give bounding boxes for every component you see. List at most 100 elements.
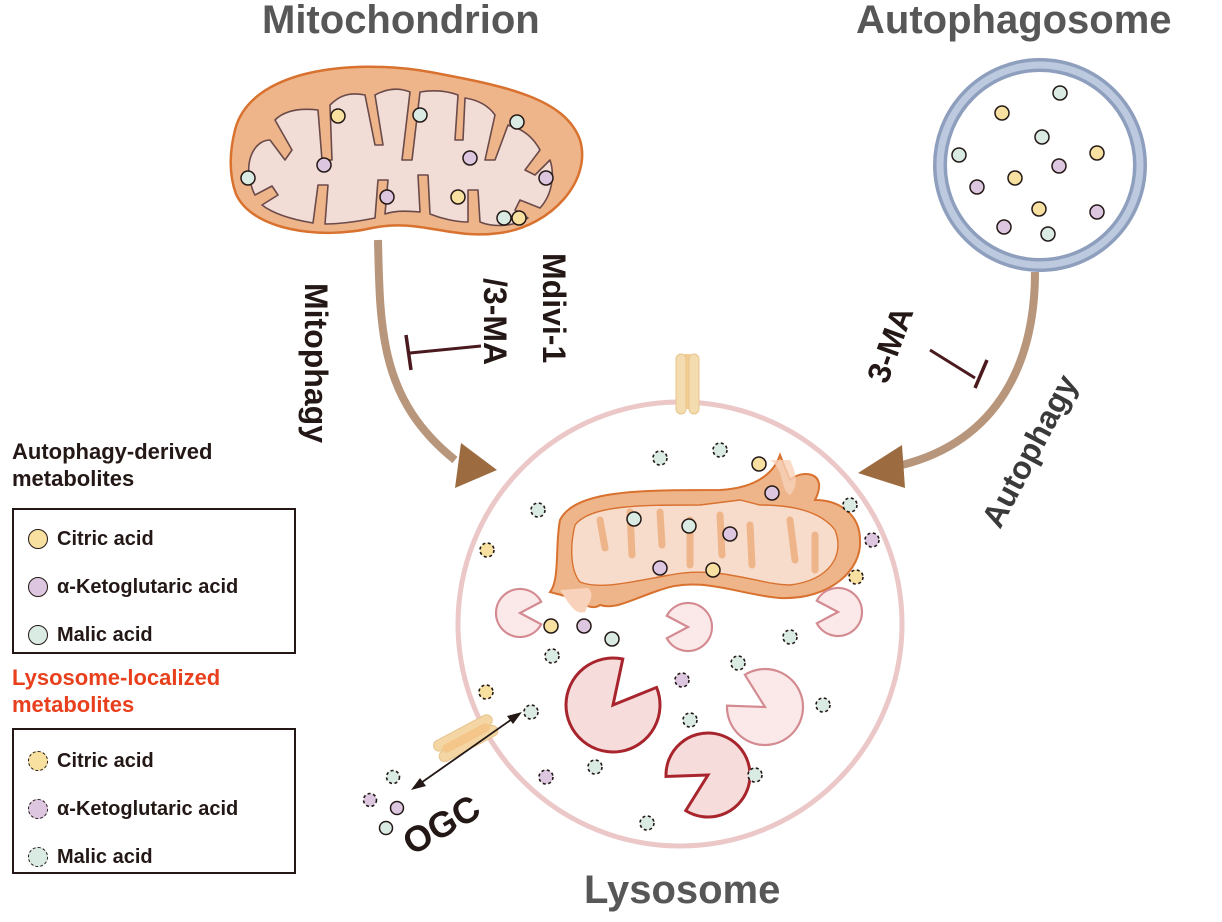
malic-acid-dashed-marker-icon — [28, 847, 48, 867]
legend-heading-line-2: metabolites — [12, 692, 135, 717]
malic-acid-lysosomal-particle — [544, 648, 560, 664]
malic-acid-particle — [604, 631, 620, 647]
malic-acid-lysosomal-particle — [652, 450, 668, 466]
malic-acid-particle — [412, 107, 428, 123]
akg-dashed-marker-icon — [28, 799, 48, 819]
cytosolic-metabolites — [362, 769, 405, 836]
lysosomal-enzyme-icon — [664, 731, 752, 819]
degrading-mitochondrion — [543, 452, 862, 647]
akg-particle — [764, 485, 780, 501]
citric-acid-particle — [705, 562, 721, 578]
legend-autophagy-derived-heading: Autophagy-derived metabolites — [12, 438, 212, 492]
akg-particle — [379, 189, 395, 205]
legend-autophagy-derived: Citric acid α-Ketoglutaric acid Malic ac… — [12, 508, 296, 654]
akg-lysosomal-particle — [362, 792, 378, 808]
malic-acid-marker-icon — [28, 625, 48, 645]
lysosomal-enzymes — [494, 586, 864, 819]
legend-label: Citric acid — [57, 527, 154, 550]
legend-label: Malic acid — [57, 623, 153, 646]
akg-particle — [538, 170, 554, 186]
citric-acid-particle — [450, 189, 466, 205]
malic-acid-lysosomal-particle — [682, 712, 698, 728]
akg-lysosomal-particle — [538, 769, 554, 785]
ogc-label: OGC — [396, 786, 488, 863]
legend-lysosome-localized: Citric acid α-Ketoglutaric acid Malic ac… — [12, 728, 296, 874]
lysosomal-enzyme-icon — [725, 667, 805, 747]
malic-acid-lysosomal-particle — [385, 769, 401, 785]
legend-heading-line-2: metabolites — [12, 466, 135, 491]
autophagosome-title: Autophagosome — [856, 0, 1172, 42]
citric-acid-particle — [330, 108, 346, 124]
malic-acid-particle — [1052, 85, 1068, 101]
legend-label: α-Ketoglutaric acid — [57, 797, 239, 820]
mitochondrion-title: Mitochondrion — [262, 0, 540, 42]
malic-acid-particle — [240, 170, 256, 186]
ogc-bidirectional-arrow — [411, 712, 522, 790]
akg-particle — [722, 526, 738, 542]
malic-acid-lysosomal-particle — [712, 442, 728, 458]
autophagy-arrow — [858, 271, 1039, 488]
mitochondrion — [229, 65, 584, 236]
citric-acid-particle — [543, 618, 559, 634]
citric-acid-lysosomal-particle — [848, 569, 864, 585]
mitophagy-inhibitor — [404, 334, 482, 371]
malic-acid-particle — [1040, 226, 1056, 242]
legend-label: Citric acid — [57, 749, 154, 772]
malic-acid-particle — [681, 518, 697, 534]
mitophagy-inhibitor-label-1: Mdivi-1 — [536, 253, 572, 363]
citric-acid-particle — [751, 456, 767, 472]
citric-acid-particle — [511, 210, 527, 226]
mitochondrion-metabolites — [240, 107, 554, 226]
malic-acid-lysosomal-particle — [530, 502, 546, 518]
lysosomal-enzyme-icon — [494, 587, 543, 639]
citric-acid-marker-icon — [28, 529, 48, 549]
ogc-transporter — [433, 714, 499, 763]
citric-acid-particle — [1007, 170, 1023, 186]
akg-lysosomal-particle — [864, 532, 880, 548]
akg-particle — [389, 800, 405, 816]
akg-lysosomal-particle — [674, 672, 690, 688]
malic-acid-lysosomal-particle — [730, 655, 746, 671]
malic-acid-lysosomal-particle — [639, 815, 655, 831]
malic-acid-lysosomal-particle — [782, 629, 798, 645]
lysosome-title: Lysosome — [584, 868, 781, 912]
legend-heading-line-1: Autophagy-derived — [12, 439, 213, 464]
malic-acid-particle — [1034, 129, 1050, 145]
malic-acid-lysosomal-particle — [842, 497, 858, 513]
lysosomal-enzyme-icon — [665, 601, 714, 653]
akg-particle — [996, 219, 1012, 235]
akg-particle — [969, 179, 985, 195]
lysosome — [362, 353, 905, 849]
malic-acid-lysosomal-particle — [587, 759, 603, 775]
mitophagy-arrow — [374, 239, 497, 488]
lysosomal-enzyme-icon — [815, 586, 864, 638]
malic-acid-particle — [951, 147, 967, 163]
legend-item-citric-acid: Citric acid — [28, 524, 154, 554]
autophagy-inhibitor — [929, 348, 989, 389]
legend-label: Malic acid — [57, 845, 153, 868]
akg-particle — [1051, 158, 1067, 174]
autophagy-label: Autophagy — [974, 369, 1084, 534]
autophagosome-metabolites — [951, 85, 1105, 242]
akg-particle — [1089, 204, 1105, 220]
malic-acid-particle — [509, 114, 525, 130]
malic-acid-particle — [626, 511, 642, 527]
akg-particle — [316, 157, 332, 173]
malic-acid-particle — [496, 210, 512, 226]
citric-acid-dashed-marker-icon — [28, 751, 48, 771]
citric-acid-lysosomal-particle — [478, 684, 494, 700]
malic-acid-lysosomal-particle — [523, 704, 539, 720]
citric-acid-particle — [1089, 145, 1105, 161]
akg-particle — [462, 150, 478, 166]
akg-particle — [576, 618, 592, 634]
legend-item-malic-acid: Malic acid — [28, 842, 153, 872]
malic-acid-lysosomal-particle — [815, 697, 831, 713]
lysosomal-enzyme-icon — [564, 656, 662, 754]
autophagy-inhibitor-label: 3-MA — [860, 302, 921, 388]
legend-heading-line-1: Lysosome-localized — [12, 665, 221, 690]
legend-item-citric-acid: Citric acid — [28, 746, 154, 776]
mitochondrion-cristae — [248, 88, 554, 227]
mitophagy-inhibitor-label-2: /3-MA — [477, 278, 513, 365]
